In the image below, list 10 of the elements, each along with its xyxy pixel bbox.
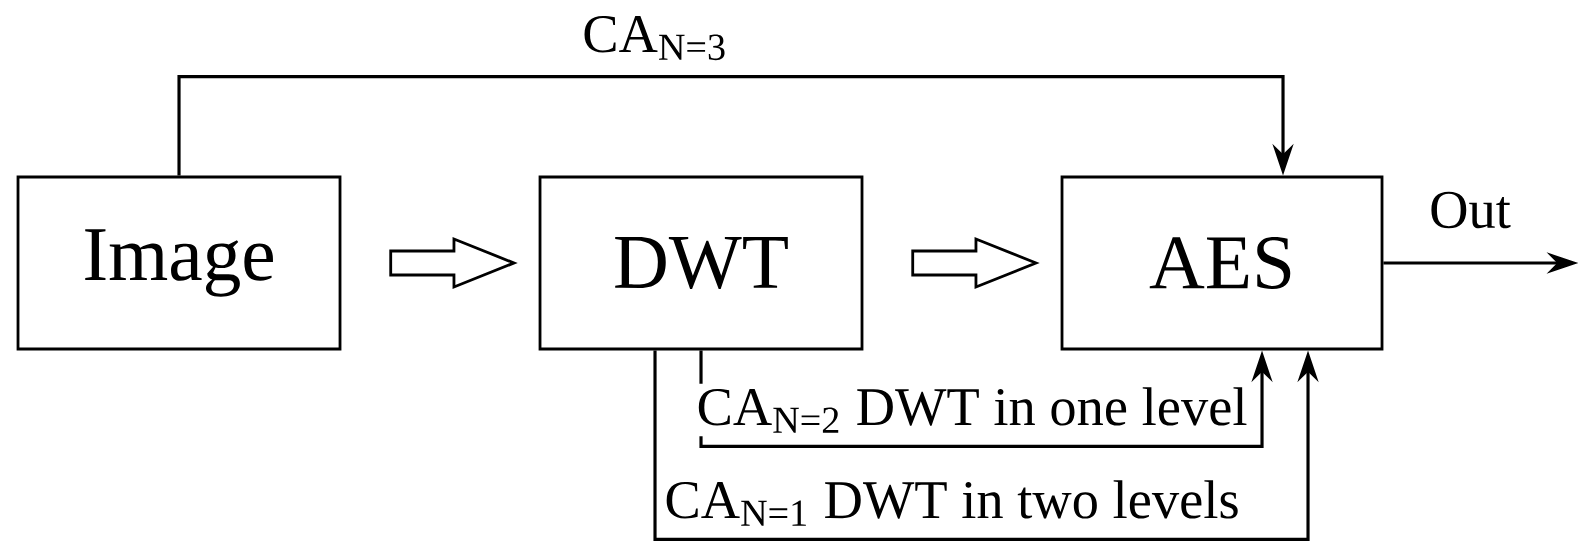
edge-label: CA$_{N=3}$	[578, 12, 732, 64]
process-box: DWT	[538, 175, 864, 351]
block-arrow	[389, 236, 518, 290]
edge-label: CA$_{N=1}$ DWT in two levels	[660, 476, 1244, 530]
process-box: Image	[16, 175, 342, 351]
edge-label: CA$_{N=2}$ DWT in one level	[693, 383, 1251, 437]
block-arrow	[911, 236, 1040, 290]
process-box: AES	[1060, 175, 1384, 351]
arrow	[177, 75, 1294, 176]
edge-label: Out	[1425, 188, 1515, 232]
